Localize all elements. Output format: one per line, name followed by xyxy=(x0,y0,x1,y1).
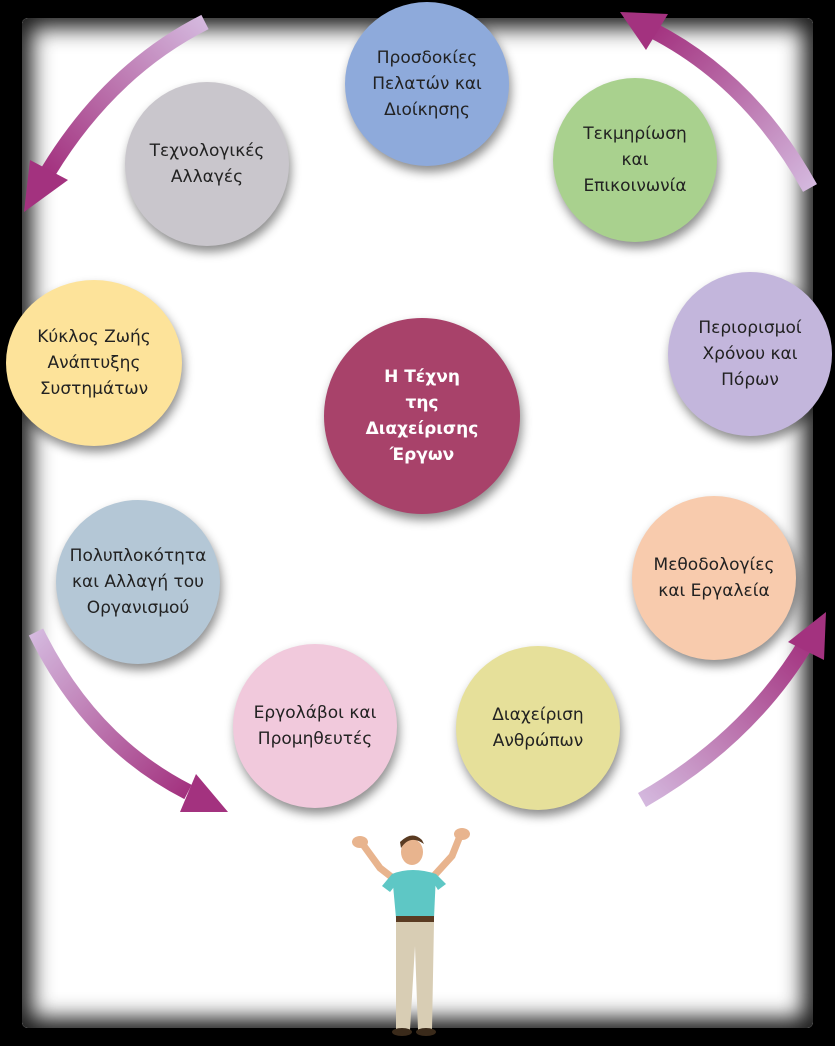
node-label: Πολυπλοκότητα και Αλλαγή του Οργανισμού xyxy=(69,546,207,618)
node-label: Κύκλος Ζωής Ανάπτυξης Συστημάτων xyxy=(37,327,151,399)
node-lifecycle: Κύκλος Ζωής Ανάπτυξης Συστημάτων xyxy=(6,280,182,446)
node-time-resources: Περιορισμοί Χρόνου και Πόρων xyxy=(668,272,832,436)
center-node: Η Τέχνη της Διαχείρισης Έργων xyxy=(324,318,520,514)
node-complexity: Πολυπλοκότητα και Αλλαγή του Οργανισμού xyxy=(56,500,220,664)
node-tech-changes: Τεχνολογικές Αλλαγές xyxy=(125,82,289,246)
node-methodologies: Μεθοδολογίες και Εργαλεία xyxy=(632,496,796,660)
node-label: Τεκμηρίωση και Επικοινωνία xyxy=(583,124,687,196)
node-documentation: Τεκμηρίωση και Επικοινωνία xyxy=(553,78,717,242)
node-label: Προσδοκίες Πελατών και Διοίκησης xyxy=(372,48,482,120)
node-people: Διαχείριση Ανθρώπων xyxy=(456,646,620,810)
node-label: Τεχνολογικές Αλλαγές xyxy=(149,141,265,187)
node-contractors: Εργολάβοι και Προμηθευτές xyxy=(233,644,397,808)
center-node-label: Η Τέχνη της Διαχείρισης Έργων xyxy=(365,367,479,465)
node-label: Περιορισμοί Χρόνου και Πόρων xyxy=(698,318,802,390)
juggling-person-illustration xyxy=(352,828,470,1036)
node-label: Μεθοδολογίες και Εργαλεία xyxy=(653,555,775,601)
node-customer-expectations: Προσδοκίες Πελατών και Διοίκησης xyxy=(345,2,509,166)
node-label: Διαχείριση Ανθρώπων xyxy=(492,705,584,751)
node-label: Εργολάβοι και Προμηθευτές xyxy=(253,703,377,749)
